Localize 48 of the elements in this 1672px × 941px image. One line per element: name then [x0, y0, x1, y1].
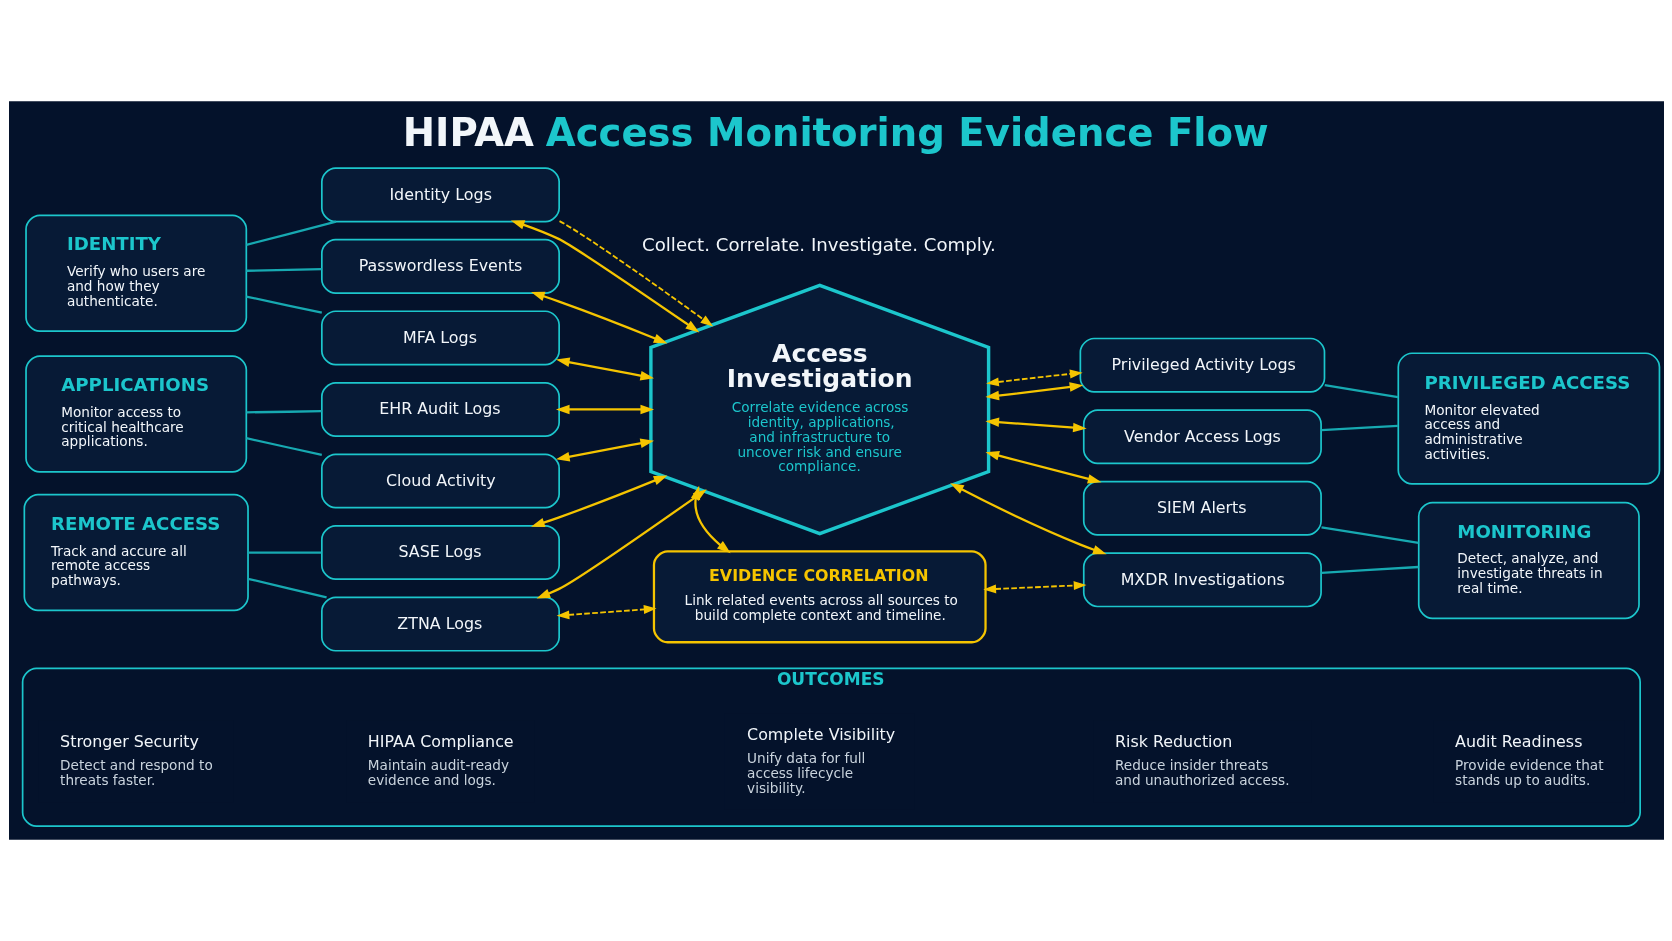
arrow	[558, 220, 713, 327]
connector	[1320, 565, 1419, 574]
node-box: APPLICATIONS Monitor access to critical healthcare applications.	[24, 355, 247, 473]
connector	[245, 267, 322, 272]
diagram-title: HIPAA Access Monitoring Evidence Flow	[402, 110, 1269, 156]
arrow	[985, 451, 1101, 484]
arrow	[949, 483, 1107, 555]
node-box: SIEM Alerts	[1082, 480, 1322, 536]
node-box: MXDR Investigations	[1082, 552, 1322, 608]
arrow	[985, 369, 1083, 387]
node-box: PRIVILEGED ACCESS Monitor elevated access and administrative activities.	[1396, 352, 1660, 485]
arrow	[510, 220, 699, 333]
connector	[245, 295, 322, 314]
node-text: Audit Readiness Provide evidence that stands up to audits.	[1454, 731, 1603, 788]
node-text: Risk Reduction Reduce insider threats and unauthorized access.	[1114, 731, 1289, 788]
connector	[1324, 384, 1398, 399]
node-box: SASE Logs	[320, 525, 560, 581]
connector	[247, 577, 327, 599]
node-box: ZTNA Logs	[320, 596, 560, 652]
node-box: Cloud Activity	[320, 453, 560, 509]
node-box: EVIDENCE CORRELATION Link related events across all sources to build complete context and timeline.	[652, 550, 987, 644]
connector	[1320, 424, 1398, 432]
node-box: MFA Logs	[320, 310, 560, 366]
node-text: Stronger Security Detect and respond to threats faster.	[59, 731, 213, 788]
node-box: Identity Logs	[320, 167, 560, 223]
connector	[247, 551, 321, 554]
node-box: REMOTE ACCESS Track and accure all remote access pathways.	[22, 493, 249, 612]
connector	[1320, 526, 1419, 544]
arrow	[555, 357, 654, 381]
arrow	[984, 417, 1087, 433]
node-box: Privileged Activity Logs	[1079, 337, 1325, 393]
node-box: EHR Audit Logs	[320, 381, 560, 437]
node-text: HIPAA Compliance Maintain audit-ready evidence and logs.	[367, 731, 514, 788]
arrow	[555, 438, 654, 462]
node-box: IDENTITY Verify who users are and how they authenticate.	[24, 214, 247, 332]
arrow	[555, 404, 654, 415]
node-box: MONITORING Detect, analyze, and investigate threats in real time.	[1417, 501, 1640, 620]
node-box: Passwordless Events	[320, 238, 560, 294]
node-text: Complete Visibility Unify data for full access lifecycle visibility.	[746, 725, 895, 796]
arrow	[530, 291, 667, 344]
node-box: Vendor Access Logs	[1082, 409, 1322, 465]
label: Collect. Correlate. Investigate. Comply.	[641, 234, 996, 256]
arrow	[984, 382, 1083, 401]
connector	[245, 437, 322, 457]
arrow	[556, 605, 656, 620]
arrow	[982, 581, 1086, 594]
connector	[245, 410, 322, 414]
arrow	[530, 475, 667, 528]
